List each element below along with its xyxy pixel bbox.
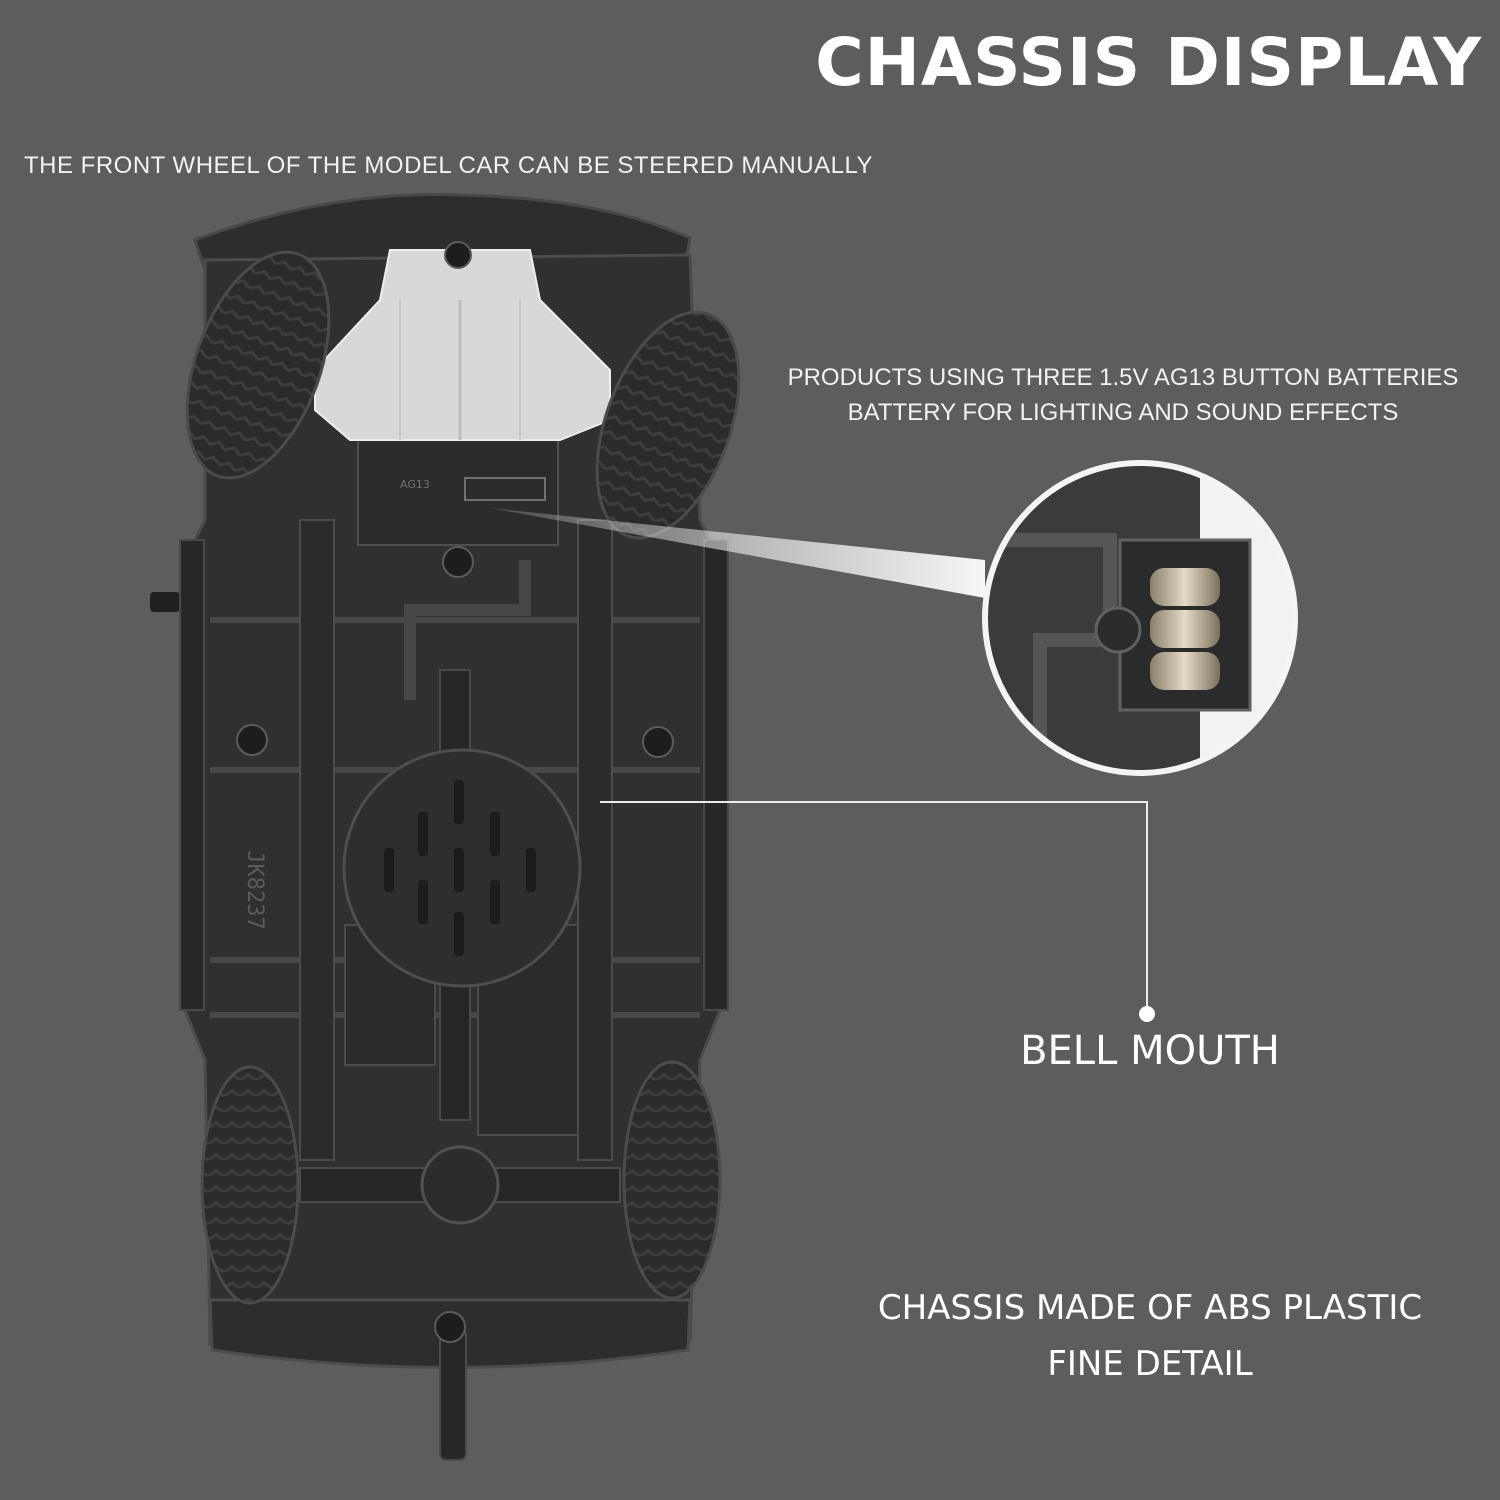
battery-cell-2: [1150, 610, 1220, 648]
bell-mouth-leader: [600, 801, 1155, 1022]
screws: [236, 241, 674, 1343]
battery-caption-line-2: BATTERY FOR LIGHTING AND SOUND EFFECTS: [847, 399, 1399, 426]
bell-mouth-label: BELL MOUTH: [1020, 1028, 1280, 1074]
battery-zoom-circle: [982, 460, 1298, 776]
left-side-step: [179, 539, 205, 1011]
front-left-wheel: [185, 250, 331, 480]
battery-cell-3: [1150, 652, 1220, 690]
battery-cover: AG13: [357, 439, 559, 546]
battery-caption: PRODUCTS USING THREE 1.5V AG13 BUTTON BA…: [756, 360, 1490, 430]
rear-right-wheel: [622, 1060, 722, 1300]
rear-left-wheel: [200, 1065, 300, 1305]
differential: [420, 1145, 500, 1225]
steering-caption: THE FRONT WHEEL OF THE MODEL CAR CAN BE …: [24, 152, 874, 179]
battery-cell-1: [1150, 568, 1220, 606]
chassis-caption-line-2: FINE DETAIL: [1047, 1344, 1253, 1384]
front-right-wheel: [595, 310, 741, 540]
skid-plate: [314, 249, 611, 441]
exhaust-pipe: [404, 560, 531, 700]
side-code-marking: JK8237: [242, 850, 267, 929]
zoom-beam: [490, 508, 985, 598]
mirror-stub: [150, 592, 180, 612]
tow-hitch: [439, 1329, 467, 1461]
button-batteries: [1150, 568, 1220, 690]
chassis-caption-line-1: CHASSIS MADE OF ABS PLASTIC: [877, 1288, 1423, 1328]
chassis-caption: CHASSIS MADE OF ABS PLASTIC FINE DETAIL: [850, 1280, 1450, 1392]
bell-mouth-speaker: [342, 748, 582, 988]
battery-cover-code: AG13: [400, 478, 430, 491]
page-title: CHASSIS DISPLAY: [815, 24, 1482, 101]
battery-caption-line-1: PRODUCTS USING THREE 1.5V AG13 BUTTON BA…: [787, 364, 1459, 391]
right-side-step: [703, 539, 729, 1011]
